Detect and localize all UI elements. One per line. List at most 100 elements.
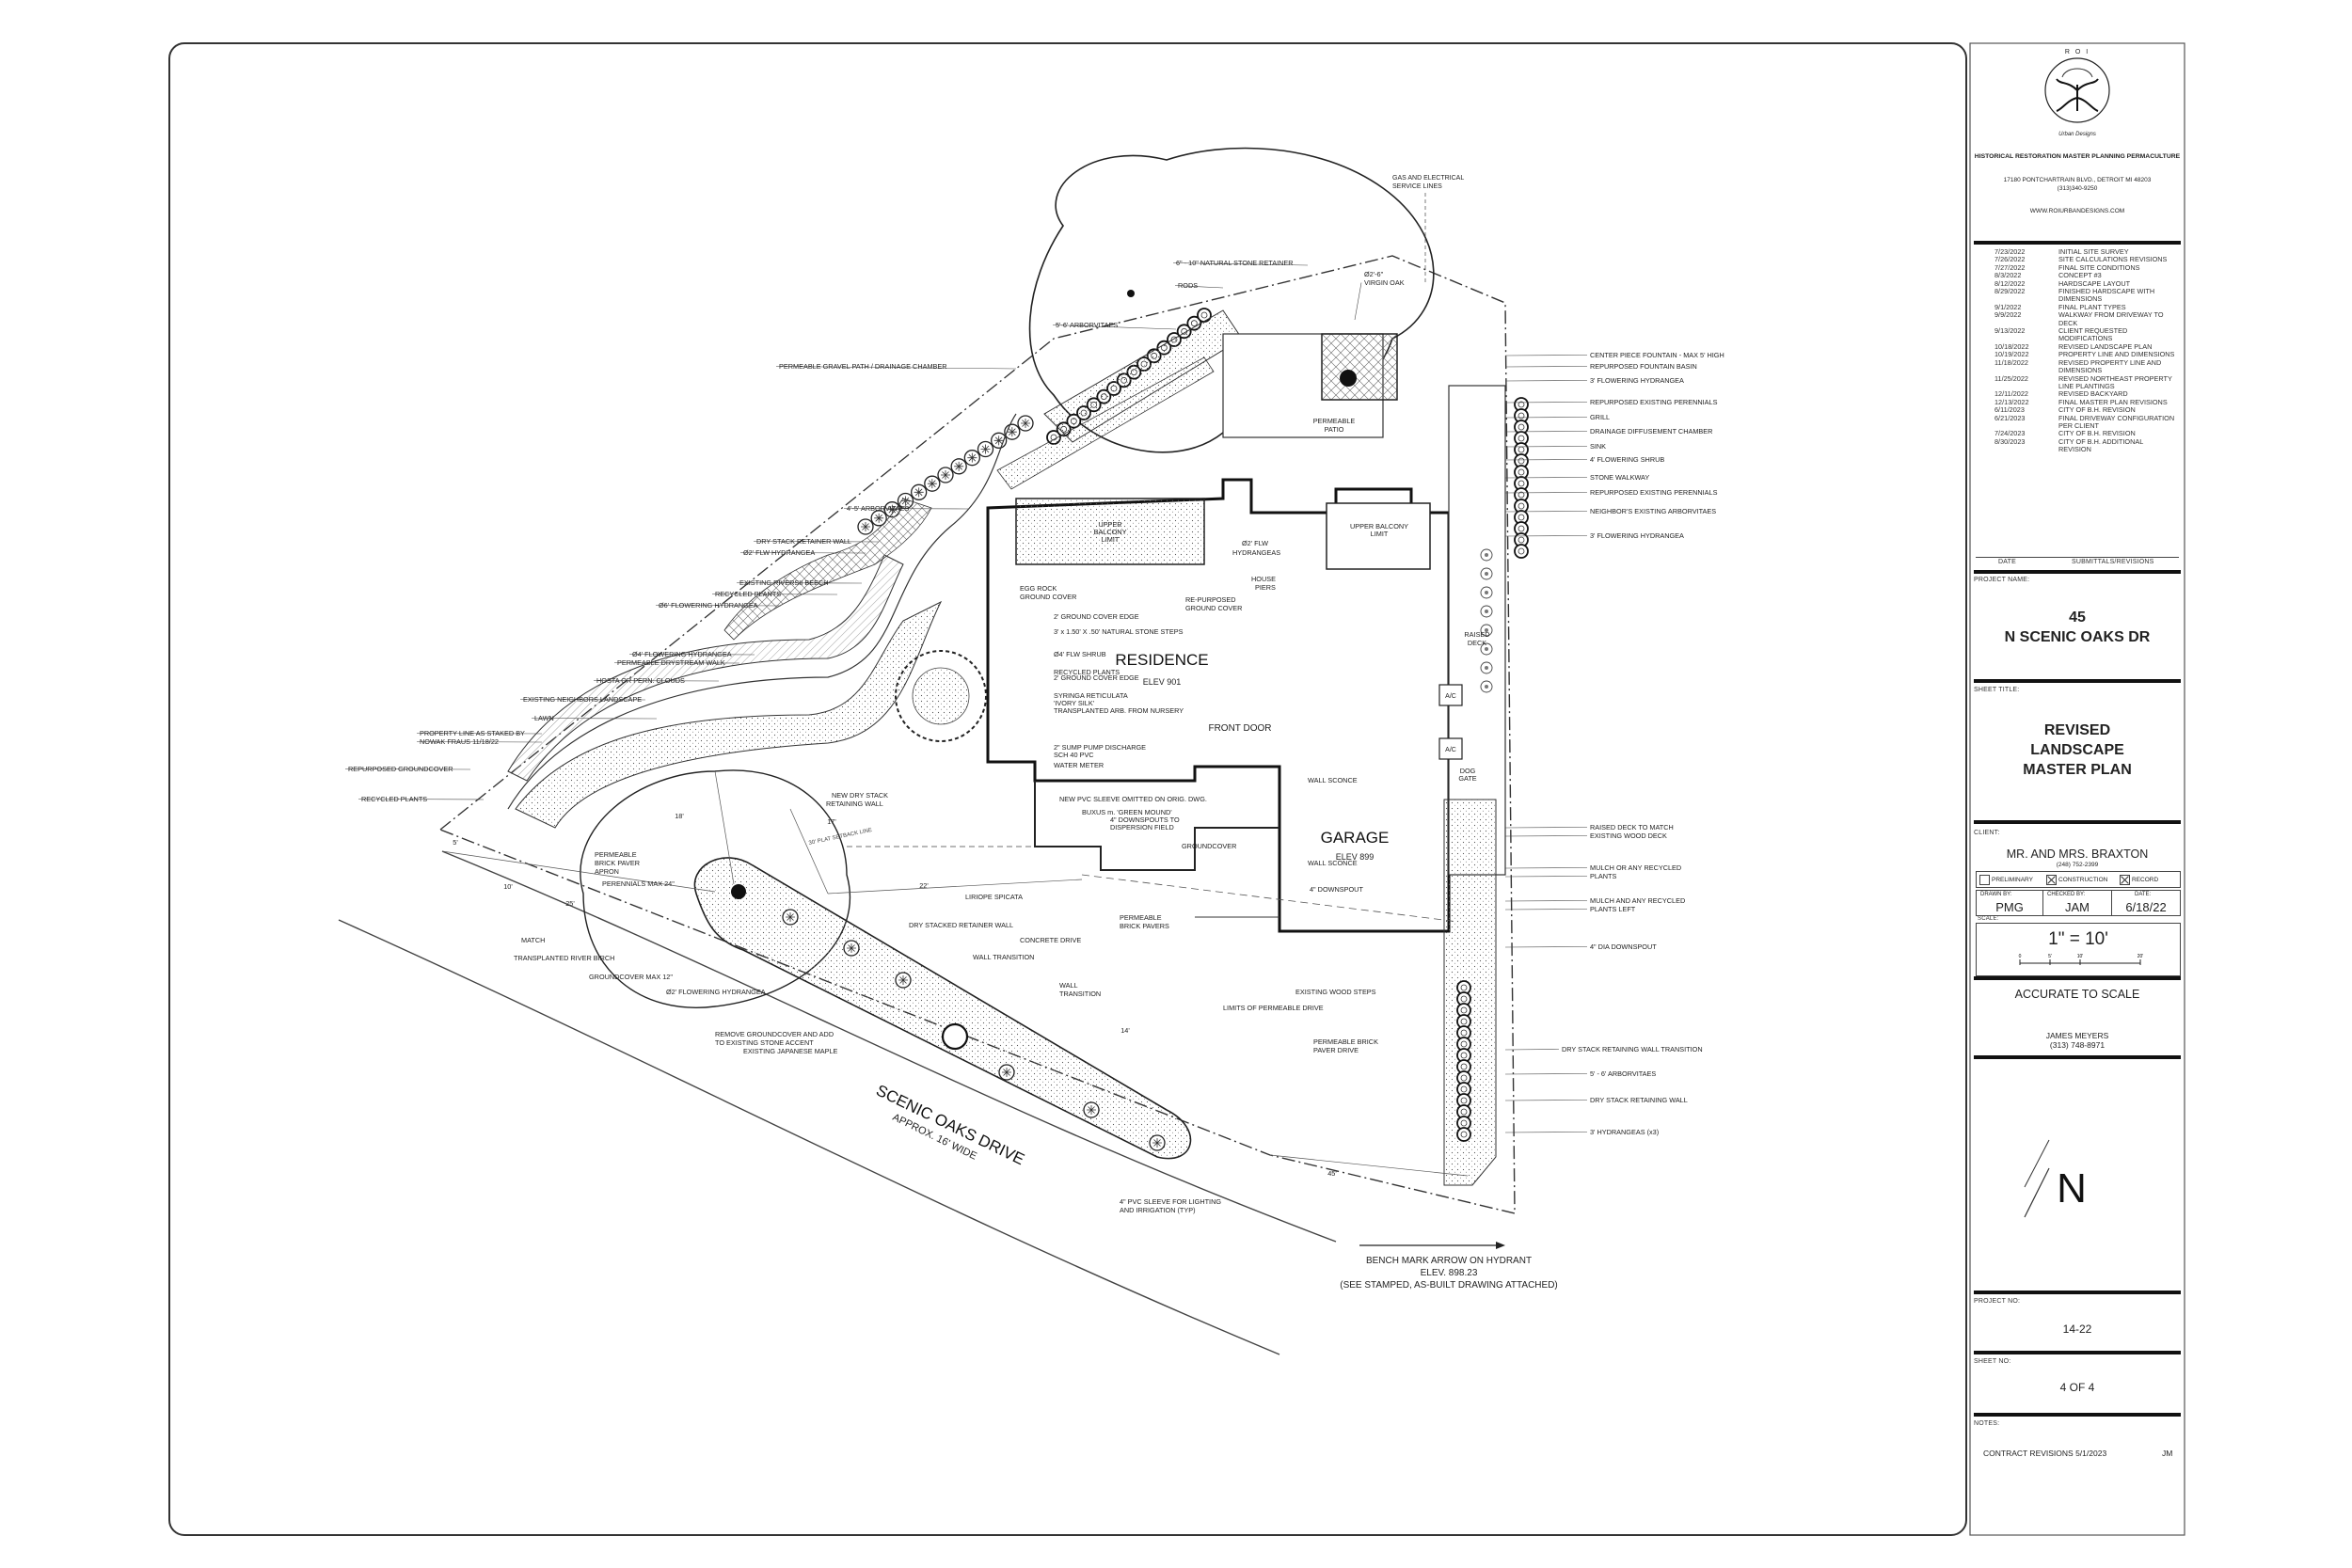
construction-label: CONSTRUCTION [2058,877,2108,884]
plan-callout: PERMEABLE BRICK [1313,1037,1378,1046]
scale-label: SCALE: [1978,916,1999,922]
plan-callout: 4" DOWNSPOUT [1310,885,1363,894]
callout-leader [1504,835,1588,837]
ac-label-1: A/C [1445,693,1456,700]
revision-desc: FINAL DRIVEWAY CONFIGURATION PER CLIENT [2058,413,2175,430]
scale-box: 1" = 10' 0 5' 10' 20' [1976,923,2181,976]
plan-callout: 2' GROUND COVER EDGE [1054,612,1139,621]
revision-date: 7/27/2022 [1994,262,2026,272]
plan-callout: REMOVE GROUNDCOVER AND ADD [715,1030,834,1038]
sheet-no-label: SHEET NO: [1974,1358,2011,1365]
plan-callout: 22' [919,881,929,890]
plan-callout: REPURPOSED EXISTING PERENNIALS [1590,488,1718,497]
plan-callout: AND IRRIGATION (TYP) [1120,1206,1196,1214]
designer-name: JAMES MEYERS [2045,1031,2109,1040]
callout-leader [1504,909,1588,911]
residence-elev: ELEV 901 [1143,677,1182,687]
divider-1 [1974,241,2181,245]
revision-row: 12/11/2022 REVISED BACKYARD [1976,389,2179,399]
plan-callout: GROUND COVER [1185,604,1242,612]
preliminary-checkbox[interactable] [1979,875,1990,885]
hydrangea-symbol [950,458,967,475]
revision-desc: REVISED BACKYARD [2058,389,2128,399]
street-name: SCENIC OAKS DRIVE [873,1082,1027,1169]
front-door-label: FRONT DOOR [1208,723,1271,734]
tree-logo-icon [2044,57,2110,123]
revision-date: 9/13/2022 [1994,326,2026,336]
plan-callout: PERENNIALS MAX 24" [602,879,675,888]
callout-leader [1504,366,1588,368]
plan-callout: GROUNDCOVER MAX 12" [589,973,673,981]
callout-leader [1504,446,1588,448]
revision-date: 12/11/2022 [1994,389,2028,399]
revision-header-date: DATE [1998,559,2016,565]
firm-address: 17180 PONTCHARTRAIN BLVD., DETROIT MI 48… [2003,177,2152,183]
drawn-by-label: DRAWN BY: [1980,892,2012,897]
revision-date: 11/25/2022 [1994,373,2028,383]
revision-desc: CITY OF B.H. ADDITIONAL REVISION [2058,436,2144,454]
hydrangea-symbol [843,940,860,957]
plan-callout: 4" DIA DOWNSPOUT [1590,942,1657,951]
plan-callout: 3' x 1.50' X .50' NATURAL STONE STEPS [1054,627,1184,636]
callout-leader [1504,402,1588,404]
revision-date: 12/13/2022 [1994,397,2029,406]
revision-date: 7/26/2022 [1994,255,2026,264]
plan-callout: GROUND COVER [1020,593,1076,601]
plan-callout: EGG ROCK [1020,584,1057,593]
plan-callout: HYDRANGEAS [1232,548,1280,557]
garage-elev: ELEV 899 [1336,852,1375,862]
plan-callout: MATCH [521,936,545,944]
garage-label: GARAGE [1321,829,1390,847]
plan-callout: Ø2'-6" [1364,270,1384,278]
revision-date: 8/3/2022 [1994,271,2022,280]
callout-leader [1504,417,1588,419]
callout-leader [531,718,658,720]
revision-desc: CITY OF B.H. REVISION [2058,429,2136,438]
north-arrow [2024,1139,2050,1188]
callout-leader [416,741,543,743]
hydrangea-symbol [857,518,874,535]
scale-bar-graphic: 0 5' 10' 20' [2019,954,2143,965]
divider-5 [1974,976,2181,980]
plan-callout: SYRINGA RETICULATA [1054,691,1128,700]
street-edge-north [441,850,1337,1243]
hydrangea-symbol [937,467,954,483]
plan-callout: 4' FLOWERING SHRUB [1590,455,1664,464]
plan-callout: PLANTS LEFT [1590,905,1636,913]
plan-callout: PERMEABLE [1313,417,1356,425]
plan-callout: NEW DRY STACK [832,791,888,800]
plan-callout: PLANTS [1590,872,1617,880]
divider-2 [1974,570,2181,574]
plan-callout: 25' [565,899,575,908]
revision-desc: HARDSCAPE LAYOUT [2058,278,2131,288]
plan-callout: 4" PVC SLEEVE FOR LIGHTING [1120,1197,1221,1206]
plan-callout: RAISED [1464,630,1489,639]
plan-callout: PROPERTY LINE AS STAKED BY [420,729,525,737]
accuracy-note: ACCURATE TO SCALE [2014,988,2140,1001]
plan-callout: REPURPOSED FOUNTAIN BASIN [1590,362,1697,371]
plan-callout: 6" - 10" NATURAL STONE RETAINER [1176,259,1294,267]
plan-callout: RETAINING WALL [826,800,883,808]
callout-leader [739,552,866,554]
upper-balcony-left [1015,498,1205,565]
callout-leader [1504,946,1588,948]
record-checkbox[interactable] [2120,875,2130,885]
plan-callout: VIRGIN OAK [1364,278,1405,287]
plan-callout: SINK [1590,442,1606,451]
sheet-title-label: SHEET TITLE: [1974,687,2020,693]
construction-checkbox[interactable] [2046,875,2057,885]
title-block: R O I Urban Designs HISTORICAL RESTORATI… [1970,43,2185,1535]
hydrangea-symbol [924,475,941,492]
plan-callout: 5' - 6' ARBORVITAES [1590,1069,1656,1078]
plan-callout: WALL SCONCE [1308,776,1358,784]
plan-callout: PERMEABLE [595,850,637,859]
plan-callout: DOG [1460,767,1476,775]
plan-callout: APRON [595,867,619,876]
plan-callout: NOWAK FRAUS 11/18/22 [420,737,499,746]
